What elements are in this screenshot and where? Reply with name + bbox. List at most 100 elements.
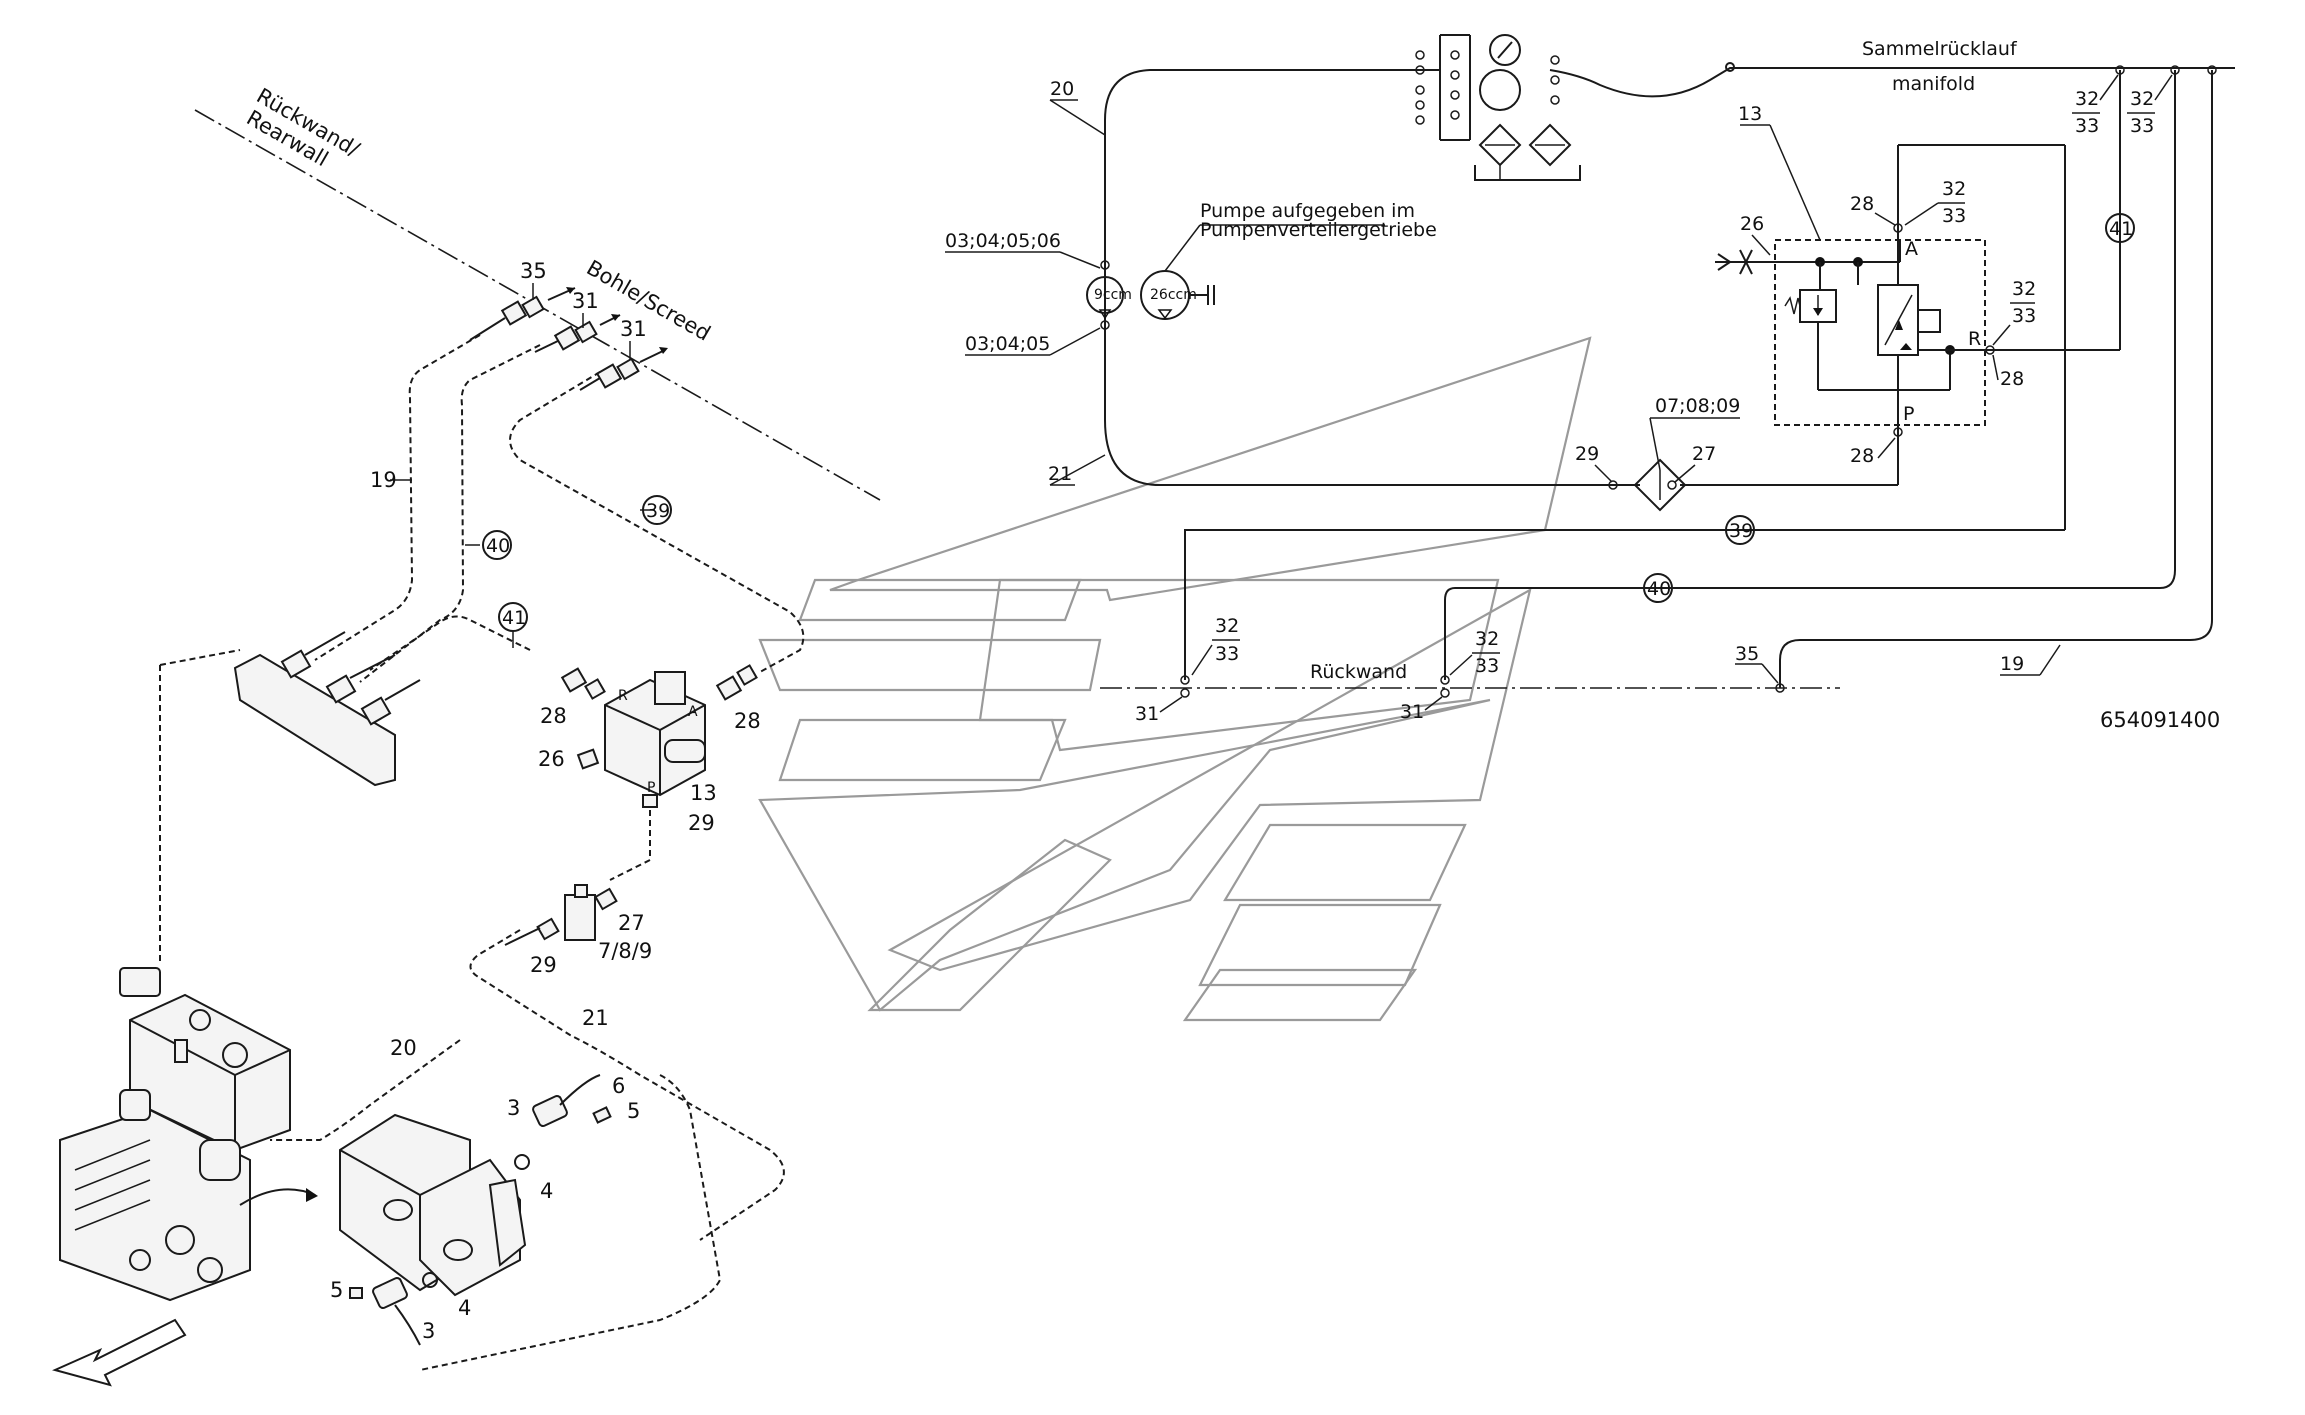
pump-label-2: Pumpenverteilergetriebe [1200,219,1437,241]
callout-41-schematic: 41 [2109,218,2133,240]
valve-port-r: R [618,688,628,704]
leader-13 [1769,124,1821,241]
callout-33-l: 33 [1215,643,1239,665]
callout-26: 26 [538,747,565,771]
callout-39-schematic: 39 [1729,520,1753,542]
callout-32-m2: 32 [2130,88,2154,110]
pump-loop-line [1104,69,1610,486]
line-40 [1444,70,2176,680]
callout-7-8-9: 7/8/9 [598,939,652,963]
node-p [1893,427,1903,437]
valve-port-p: P [647,780,655,796]
flange-lower [372,1277,408,1309]
leader-07-09 [1649,417,1661,471]
node-31-mid-b [1440,688,1450,698]
valve-port-a: A [688,704,698,720]
leader-32-r [1992,324,2011,346]
callout-33-r: 33 [2012,305,2036,327]
leader-21 [1049,454,1106,486]
callout-39-circle [642,495,672,525]
node-31-left-b [1180,688,1190,698]
leader-20 [1049,99,1106,136]
filter-icon [1608,458,1687,512]
leader-m1 [2099,74,2119,101]
pump-symbol-icon: 9ccm [1086,260,1132,330]
callout-31-c: 31 [1400,701,1424,723]
pump-26ccm: 26ccm [1150,287,1197,303]
callout-19-schematic: 19 [2000,653,2024,675]
curved-arrow-icon [239,1188,316,1206]
callout-32-m1: 32 [2075,88,2099,110]
callout-27: 27 [618,911,645,935]
screed-label: Bohle/Screed [583,256,715,346]
curved-arrow-icon-head [306,1188,318,1202]
callout-28-r: 28 [2000,368,2024,390]
engine-block [59,1089,251,1302]
callout-28-right: 28 [734,709,761,733]
valve-block-icon: R A P [604,671,706,797]
screw-lower [349,1287,363,1299]
callout-21: 21 [582,1006,609,1030]
callout-21-schematic: 21 [1048,463,1072,485]
leader-26 [1751,234,1771,256]
callout-32-a: 32 [1942,178,1966,200]
callout-39: 39 [646,500,670,522]
node-31-left [1180,675,1190,685]
leader-29 [1594,464,1613,483]
hose-lower-loop [419,1074,722,1371]
leader-19 [2039,644,2061,676]
pump-leader [1164,224,1201,272]
callout-13-schematic: 13 [1738,103,1762,125]
hose-40 [359,344,541,683]
fitting-35 [469,295,545,341]
callout-33-m1: 33 [2075,115,2099,137]
pump-symbol-icon: 26ccm [1140,270,1215,320]
line-39 [1184,529,2065,680]
node-35 [1775,683,1785,693]
node-r [1985,345,1995,355]
hose-tank-top [159,649,241,666]
callout-32-r: 32 [2012,278,2036,300]
hose-21 [469,929,785,1241]
flange-upper [532,1095,568,1127]
leader-32-l [1191,644,1213,676]
fitting-28-left [560,667,588,693]
screw-upper [592,1106,612,1124]
filter-icon [504,884,618,946]
hose-valve-filter [609,800,651,881]
hose-lower-stub [394,1304,421,1346]
leader-28-a [1874,212,1896,226]
rueckwand-label: Rückwand [1310,661,1407,683]
callout-41-circle-schematic [2105,213,2135,243]
callout-4-lower: 4 [458,1296,471,1320]
callout-40: 40 [486,535,510,557]
callout-31-a: 31 [572,289,599,313]
callout-29-filter: 29 [530,953,557,977]
callout-20-schematic: 20 [1050,78,1074,100]
callout-19: 19 [370,468,397,492]
pressure-gauge-icon [1415,34,1560,141]
leader-m2 [2154,74,2173,101]
fitting-28-right [715,675,743,701]
callout-29-valve: 29 [688,811,715,835]
callout-29-schematic: 29 [1575,443,1599,465]
leader-03-05-b [1049,327,1101,356]
node-a [1893,223,1903,233]
pump-9ccm: 9ccm [1094,287,1132,303]
callout-40-schematic: 40 [1647,578,1671,600]
hose-39 [509,371,805,673]
callout-32-c: 32 [1475,628,1499,650]
oring-lower [422,1272,438,1288]
hose-6 [559,1074,601,1106]
callout-20: 20 [390,1036,417,1060]
leader-32-c [1449,654,1473,676]
valve-port-p-schematic: P [1903,403,1914,425]
watermark-logo-icon [758,336,1592,1022]
hose-20 [270,1039,461,1141]
leader-03-06-b [1059,251,1101,269]
hydraulic-tank [119,967,291,1152]
arrow-right-icon [566,287,575,294]
leader-32-a [1904,202,1939,226]
callout-35: 35 [520,259,547,283]
